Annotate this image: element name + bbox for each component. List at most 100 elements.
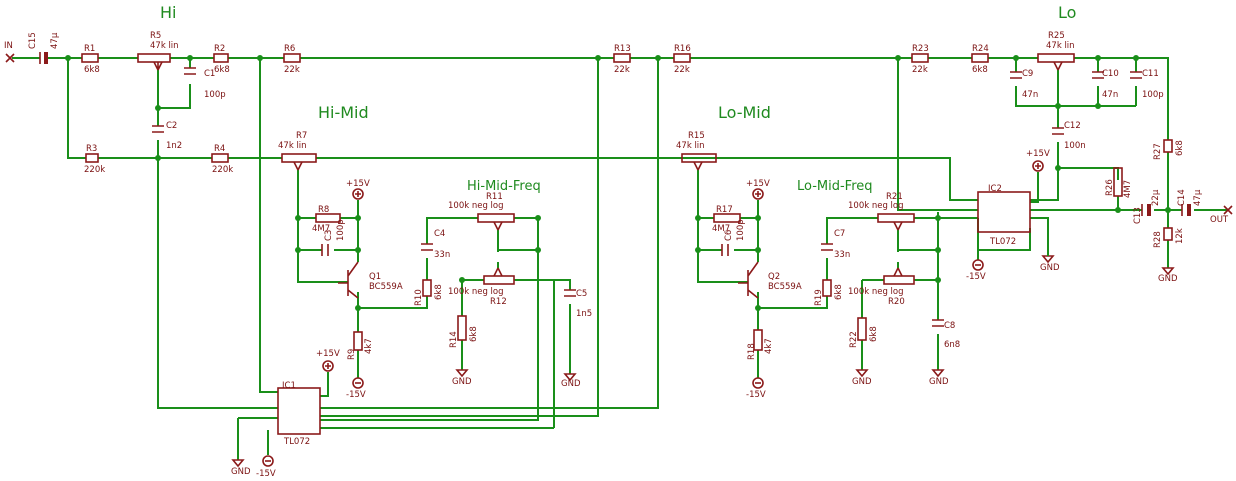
part-ref: R27 [1153, 143, 1163, 160]
part-ref: R7 [296, 131, 307, 141]
part-ref: R5 [150, 31, 161, 41]
part-ref: R24 [972, 44, 989, 54]
part-value: TL072 [283, 437, 310, 447]
power-label: +15V [1026, 149, 1050, 159]
part-value: 12k [1175, 228, 1185, 244]
part-value: 4M7 [1123, 180, 1133, 198]
components [5, 52, 1233, 468]
part-value: 6n8 [944, 340, 960, 350]
part-ref: C3 [324, 230, 334, 241]
io-labels: IN OUT +15V +15V +15V +15V -15V -15V -15… [4, 41, 1229, 479]
part-value: 22k [614, 65, 630, 75]
part-ref: Q2 [768, 272, 780, 282]
part-ref: R3 [86, 144, 97, 154]
part-ref: R22 [849, 331, 859, 348]
part-ref: R12 [490, 297, 507, 307]
part-ref: R18 [747, 343, 757, 360]
section-labels: Hi Hi-Mid Hi-Mid-Freq Lo-Mid Lo-Mid-Freq… [160, 3, 1076, 194]
part-ref: IC2 [988, 184, 1002, 194]
part-value: 6k8 [1175, 140, 1185, 156]
part-ref: R4 [214, 144, 225, 154]
part-value: 100k neg log [448, 287, 504, 297]
part-value: 4k7 [764, 338, 774, 354]
part-value: 100p [1142, 90, 1164, 100]
part-ref: R10 [414, 289, 424, 306]
part-value: BC559A [369, 282, 403, 292]
gnd-label: GND [561, 379, 581, 389]
power-label: -15V [346, 390, 366, 400]
power-label: -15V [966, 272, 986, 282]
part-value: TL072 [989, 237, 1016, 247]
part-ref: R13 [614, 44, 631, 54]
part-ref: R11 [486, 192, 503, 202]
power-label: +15V [316, 349, 340, 359]
part-value: 6k8 [434, 284, 444, 300]
part-ref: R25 [1048, 31, 1065, 41]
part-ref: R14 [449, 331, 459, 348]
part-value: 6k8 [972, 65, 988, 75]
part-ref: IC1 [282, 381, 296, 391]
part-value: 6k8 [84, 65, 100, 75]
part-value: 100p [204, 90, 226, 100]
part-ref: R28 [1153, 231, 1163, 248]
part-ref: R20 [888, 297, 905, 307]
part-ref: R8 [318, 205, 329, 215]
part-value: BC559A [768, 282, 802, 292]
part-ref: R9 [347, 349, 357, 360]
part-value: 6k8 [469, 326, 479, 342]
output-label: OUT [1210, 215, 1229, 225]
part-ref: R16 [674, 44, 691, 54]
part-value: 1n2 [166, 141, 182, 151]
part-value: 33n [434, 250, 450, 260]
part-value: 6k8 [834, 284, 844, 300]
part-ref: C15 [28, 32, 38, 49]
section-lo: Lo [1058, 3, 1076, 22]
section-hi-mid: Hi-Mid [318, 103, 369, 122]
part-value: 100k neg log [448, 201, 504, 211]
part-value: 6k8 [214, 65, 230, 75]
input-label: IN [4, 41, 13, 51]
gnd-label: GND [1158, 274, 1178, 284]
part-ref: R2 [214, 44, 225, 54]
part-value: 6k8 [869, 326, 879, 342]
part-value: 47µ [1193, 189, 1203, 206]
part-ref: C5 [576, 289, 587, 299]
part-value: 100k neg log [848, 201, 904, 211]
part-ref: R17 [716, 205, 733, 215]
part-value: 1n5 [576, 309, 592, 319]
part-ref: C10 [1102, 69, 1119, 79]
part-ref: C4 [434, 229, 445, 239]
gnd-label: GND [1040, 263, 1060, 273]
part-ref: R26 [1105, 179, 1115, 196]
section-hi-mid-freq: Hi-Mid-Freq [467, 179, 541, 194]
gnd-label: GND [852, 377, 872, 387]
power-label: -15V [746, 390, 766, 400]
section-lo-mid-freq: Lo-Mid-Freq [797, 179, 873, 194]
part-ref: R23 [912, 44, 929, 54]
part-ref: C6 [724, 230, 734, 241]
part-value: 22k [284, 65, 300, 75]
part-value: 22µ [1151, 189, 1161, 206]
part-value: 100n [1064, 141, 1086, 151]
section-lo-mid: Lo-Mid [718, 103, 771, 122]
part-value: 100p [336, 219, 346, 241]
part-value: 22k [674, 65, 690, 75]
part-ref: C8 [944, 321, 955, 331]
part-value: 4M7 [712, 224, 730, 234]
part-value: 220k [212, 165, 233, 175]
part-value: 4k7 [364, 338, 374, 354]
part-value: 47n [1022, 90, 1038, 100]
part-value: 47k lin [676, 141, 705, 151]
power-label: +15V [746, 179, 770, 189]
part-ref: C7 [834, 229, 845, 239]
part-value: 100k neg log [848, 287, 904, 297]
junctions [65, 55, 1171, 311]
part-ref: C14 [1177, 189, 1187, 206]
part-ref: R21 [886, 192, 903, 202]
part-value: 47µ [50, 32, 60, 49]
part-ref: C1 [204, 69, 215, 79]
part-ref: C9 [1022, 69, 1033, 79]
gnd-label: GND [231, 467, 251, 477]
part-value: 220k [84, 165, 105, 175]
